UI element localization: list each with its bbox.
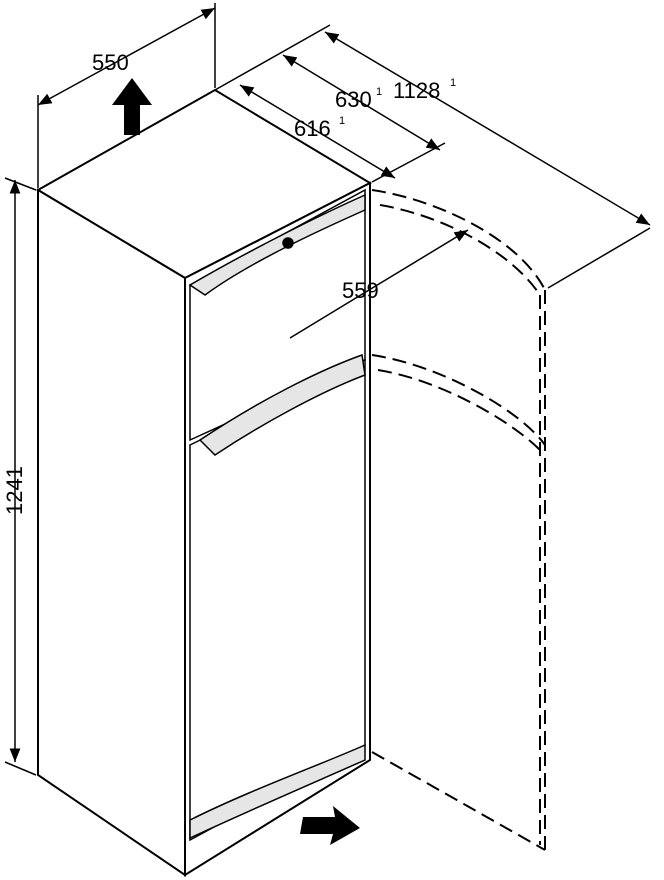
- height-label: 1241: [2, 466, 27, 515]
- door-lock-icon: [282, 237, 294, 249]
- door-swing-dimension: [289, 229, 469, 339]
- up-arrow-icon: [112, 78, 152, 135]
- door-swing-label: 559: [342, 278, 379, 303]
- depth-door-open-label: 1128: [393, 78, 440, 103]
- width-label: 550: [92, 50, 129, 75]
- footnote-marker: 1: [376, 86, 382, 98]
- fridge-door: [189, 353, 366, 842]
- depth-door-closed-label: 630: [335, 87, 372, 112]
- depth-dimensions: [214, 24, 651, 289]
- door-swing-outline: [371, 189, 546, 851]
- width-dimension: [37, 3, 216, 188]
- depth-body-label: 616: [294, 116, 331, 141]
- height-dimension: [4, 177, 37, 776]
- footnote-marker: 1: [450, 77, 456, 89]
- fridge-side: [37, 188, 186, 877]
- ventilation-arrow-icon: [300, 806, 360, 845]
- footnote-marker: 1: [339, 115, 345, 127]
